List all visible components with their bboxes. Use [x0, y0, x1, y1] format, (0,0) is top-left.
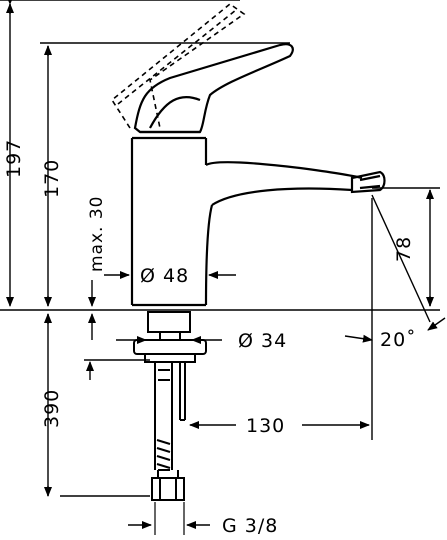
lever-handle: [133, 43, 294, 134]
dim-78-label: 78: [393, 236, 415, 262]
dim-34-label: Ø 34: [238, 330, 287, 352]
dim-swivel-angle: 20˚: [344, 317, 446, 351]
dim-spout-height: 170: [41, 45, 63, 307]
dim-spout-reach: 130: [189, 415, 370, 437]
dim-197-label: 197: [3, 139, 25, 178]
dim-20-label: 20˚: [380, 329, 417, 351]
spout-aerator: [350, 170, 386, 194]
dim-130-label: 130: [246, 415, 285, 437]
dim-body-diameter: Ø 48: [104, 265, 236, 287]
lever-open-position: [110, 2, 246, 129]
dim-48-label: Ø 48: [140, 265, 189, 287]
dim-390-label: 390: [41, 389, 63, 428]
shank-assembly: [133, 311, 207, 501]
dim-total-height: 197: [3, 0, 25, 307]
reference-lines: [0, 0, 440, 440]
dim-max-deck: max. 30: [87, 196, 107, 340]
dim-170-label: 170: [41, 159, 63, 198]
dim-connection-thread: G 3/8: [128, 502, 278, 537]
dim-shank-diameter: Ø 34: [116, 330, 287, 352]
dim-flow-height: 78: [393, 189, 434, 307]
dim-shank-length: 390: [41, 313, 150, 497]
faucet-body: [130, 136, 363, 307]
dim-g38-label: G 3/8: [222, 515, 278, 537]
dim-max-30-label: max. 30: [87, 196, 107, 272]
